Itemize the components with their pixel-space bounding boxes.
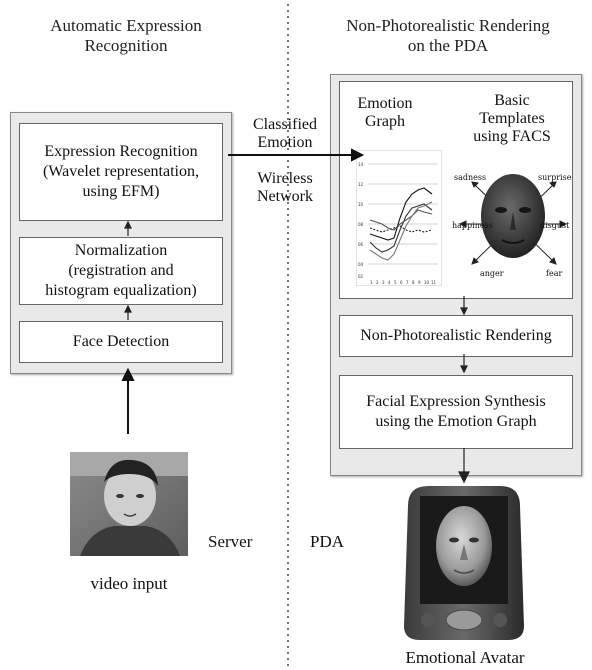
graph-ytick: 02 (358, 274, 364, 279)
face-to-norm-arrowhead (124, 304, 132, 313)
face-detection-box: Face Detection (19, 321, 223, 363)
graph-line (369, 187, 433, 241)
graph-xtick: 10 (424, 280, 430, 285)
right-title: Non-Photorealistic Rendering on the PDA (318, 16, 578, 56)
graph-line (369, 203, 433, 253)
synthesis-line2: using the Emotion Graph (375, 413, 537, 430)
wireless-line2: Network (257, 188, 313, 205)
facs-face-template: sadness surprise happiness disgust anger… (452, 173, 572, 278)
emotion-graph-line2: Graph (365, 113, 405, 130)
emotion-label-fear: fear (546, 269, 562, 278)
emotion-label-surprise: surprise (538, 173, 572, 182)
npr-box: Non-Photorealistic Rendering (339, 315, 573, 357)
graph-xtick: 4 (388, 280, 391, 285)
graph-line (369, 209, 433, 231)
expression-recognition-box: Expression Recognition (Wavelet represen… (19, 123, 223, 221)
graph-xtick: 5 (394, 280, 397, 285)
templates-line1: Basic (494, 92, 530, 109)
graph-xtick: 7 (406, 280, 409, 285)
expression-recognition-line3: using EFM) (82, 183, 160, 200)
graph-ytick: 06 (358, 242, 364, 247)
server-panel: Expression Recognition (Wavelet represen… (10, 112, 232, 374)
emotion-graph-line1: Emotion (357, 95, 413, 112)
emotional-avatar-caption: Emotional Avatar (405, 648, 525, 667)
graph-xtick: 6 (400, 280, 403, 285)
normalization-line3: histogram equalization) (45, 282, 197, 299)
face-detection-label: Face Detection (72, 333, 170, 350)
classified-line2: Emotion (257, 134, 313, 151)
npr-to-synthesis-arrowhead (460, 365, 468, 374)
video-input-caption: video input (90, 574, 168, 593)
graph-xtick: 8 (412, 280, 415, 285)
wireless-network-label: Wireless Network (236, 170, 334, 206)
graph-xtick: 2 (376, 280, 379, 285)
graph-ytick: 14 (358, 162, 364, 167)
pda-avatar-image (404, 486, 524, 640)
expression-recognition-line1: Expression Recognition (44, 143, 198, 160)
templates-line3: using FACS (473, 128, 551, 145)
graph-ytick: 10 (358, 202, 364, 207)
video-to-face-arrowhead (121, 367, 135, 381)
emotion-graph-title: Emotion Graph (350, 95, 420, 131)
emotion-label-sadness: sadness (454, 173, 486, 182)
graph-xtick: 11 (431, 280, 437, 285)
left-title-line1: Automatic Expression (50, 16, 202, 35)
pda-label: PDA (310, 532, 345, 551)
graph-to-npr-arrowhead (460, 307, 468, 316)
templates-title: Basic Templates using FACS (452, 92, 572, 146)
video-input-photo (70, 452, 188, 556)
graph-ytick: 04 (358, 262, 364, 267)
left-title: Automatic Expression Recognition (20, 16, 232, 56)
npr-label: Non-Photorealistic Rendering (360, 327, 552, 344)
wireless-line1: Wireless (257, 170, 313, 187)
right-title-line2: on the PDA (407, 36, 489, 55)
right-title-line1: Non-Photorealistic Rendering (346, 16, 550, 35)
classified-emotion-arrowhead (351, 148, 365, 162)
graph-xtick: 9 (418, 280, 421, 285)
expression-recognition-line2: (Wavelet representation, (43, 163, 199, 180)
graph-line (369, 225, 433, 233)
graph-ytick: 08 (358, 222, 364, 227)
templates-line2: Templates (479, 110, 545, 127)
classified-emotion-label: Classified Emotion (236, 116, 334, 152)
graph-xtick: 3 (382, 280, 385, 285)
norm-to-expr-arrowhead (124, 220, 132, 229)
synthesis-to-avatar-arrowhead (458, 471, 470, 484)
divider-dotted-line (287, 4, 289, 668)
graph-line (369, 201, 433, 261)
emotion-graph-thumbnail: 14 12 10 08 06 04 02 1 2 3 4 5 6 7 8 9 1… (356, 150, 442, 286)
classified-line1: Classified (253, 116, 317, 133)
emotion-label-anger: anger (480, 269, 504, 278)
normalization-box: Normalization (registration and histogra… (19, 237, 223, 305)
left-title-line2: Recognition (84, 36, 168, 55)
emotion-label-happiness: happiness (452, 221, 493, 230)
normalization-line1: Normalization (74, 242, 168, 259)
emotion-label-disgust: disgust (540, 221, 570, 230)
graph-xtick: 1 (370, 280, 373, 285)
synthesis-box: Facial Expression Synthesis using the Em… (339, 375, 573, 449)
server-label: Server (208, 532, 253, 551)
normalization-line2: (registration and (68, 262, 174, 279)
graph-ytick: 12 (358, 182, 364, 187)
synthesis-line1: Facial Expression Synthesis (366, 393, 546, 410)
